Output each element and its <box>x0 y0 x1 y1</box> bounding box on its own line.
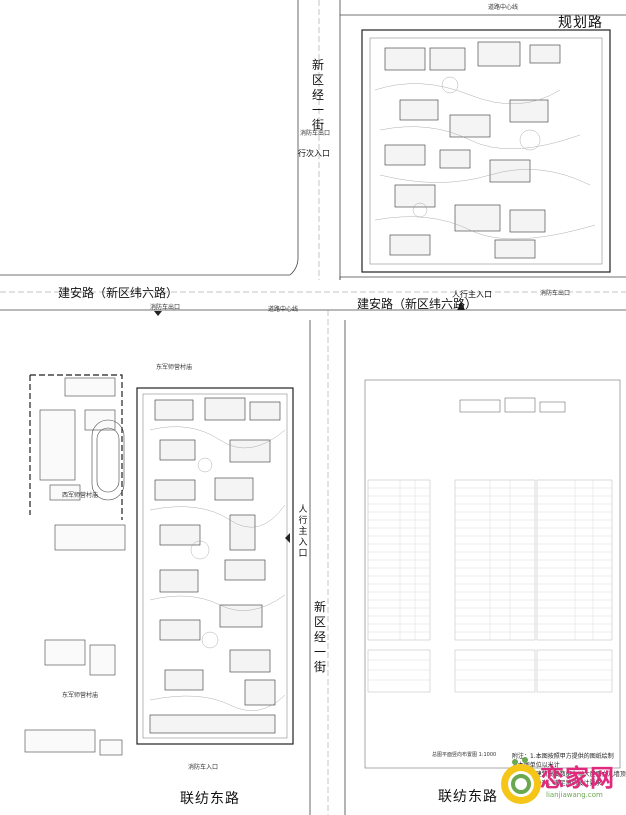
south-site-boundary <box>136 387 294 745</box>
village-tag-mid: 西军师营村庙 <box>62 492 99 499</box>
north-landscape <box>374 76 596 240</box>
village-boundary <box>29 374 123 520</box>
notes-line-3: 3.本图中建筑高度数据为以大屋面女儿墙顶计算， <box>512 771 626 778</box>
road-label-jianan-center: 建安路（新区纬六路） <box>357 297 478 311</box>
road-label-xinqu-top: 新区经一街 <box>311 58 324 132</box>
fire-exit-tag-top: 消防车出口 <box>300 130 331 137</box>
lianjia-logo-icon <box>501 757 541 804</box>
entry-markers <box>154 302 465 543</box>
road-center-tag-mid: 道路中心线 <box>268 306 299 313</box>
south-landscape <box>149 426 286 711</box>
plan-title: 总图平面竖向布置图 1:1000 <box>432 752 497 758</box>
table-rows <box>368 487 612 681</box>
vehicle-entry-tag: 行次入口 <box>298 149 330 158</box>
village-buildings <box>24 377 126 756</box>
logo-brand-text: 恋家网 <box>540 764 615 792</box>
road-label-lianfang-right: 联纺东路 <box>438 789 498 805</box>
road-center-tag-top: 道路中心线 <box>488 4 519 11</box>
road-label-guihua: 规划路 <box>558 15 603 31</box>
sports-track <box>91 419 125 501</box>
village-tag-top: 东军师营村庙 <box>156 364 193 371</box>
road-label-jianan-left: 建安路（新区纬六路） <box>58 286 179 300</box>
south-buildings <box>149 397 281 734</box>
road-label-xinqu-bottom: 新区经一街 <box>313 600 326 674</box>
pedestrian-main-entry-top: 人行主入口 <box>452 290 492 299</box>
north-site-boundary <box>361 29 611 273</box>
north-buildings <box>384 41 561 259</box>
logo-url-text: lianjiawang.com <box>546 791 603 799</box>
notes-line-4: 均小于100米，满足消防设计要求。 <box>512 780 608 787</box>
pedestrian-main-entry-left: 人行主入口 <box>298 505 308 559</box>
village-tag-bottom: 东军师营村庙 <box>62 692 99 699</box>
fire-exit-tag-right: 消防车出口 <box>540 290 571 297</box>
notes-line-2: 2.本图单位以米计 <box>512 762 560 769</box>
fire-entry-tag-bottom: 消防车入口 <box>188 764 219 771</box>
fire-exit-tag-left: 消防车出口 <box>150 304 181 311</box>
notes-heading: 附注：1.本图按照甲方提供的图纸绘制 <box>512 753 614 760</box>
notes-block: 附注：1.本图按照甲方提供的图纸绘制 2.本图单位以米计 3.本图中建筑高度数据… <box>512 752 626 788</box>
data-tables-panel <box>364 379 621 769</box>
road-label-lianfang-left: 联纺东路 <box>180 791 240 807</box>
